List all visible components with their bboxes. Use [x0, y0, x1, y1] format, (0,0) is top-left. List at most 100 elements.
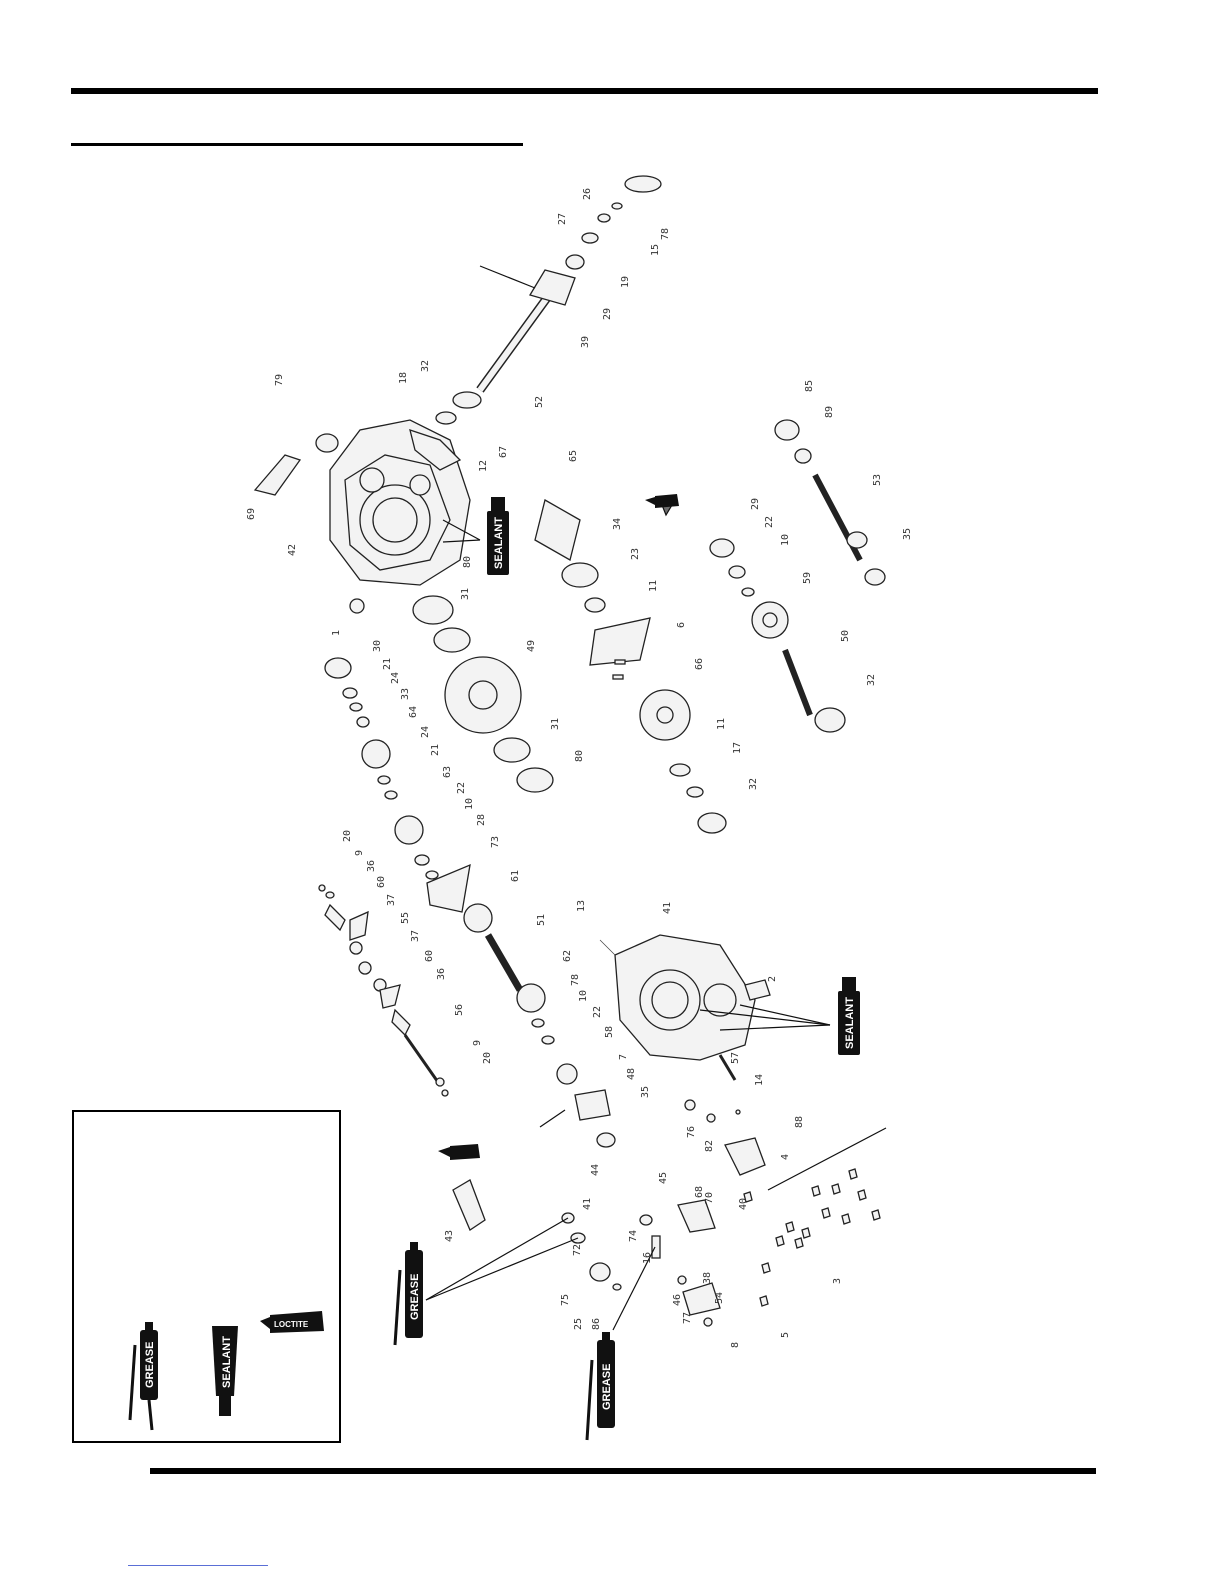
callout-number: 33: [400, 688, 411, 700]
callout-number: 24: [390, 672, 401, 684]
callout-number: 22: [456, 782, 467, 794]
sealant-label: SEALANT: [221, 1336, 233, 1388]
callout-number: 36: [366, 860, 377, 872]
callout-number: 4: [780, 1154, 791, 1160]
callout-number: 7: [618, 1054, 629, 1060]
callout-number: 39: [580, 336, 591, 348]
callout-number: 53: [872, 474, 883, 486]
callout-number: 30: [372, 640, 383, 652]
callout-number: 17: [732, 742, 743, 754]
callout-number: 85: [804, 380, 815, 392]
callout-number: 9: [354, 850, 365, 856]
callout-number: 65: [568, 450, 579, 462]
pointer-line: [767, 1127, 887, 1191]
pointer-line: [719, 1024, 831, 1031]
callout-number: 60: [376, 876, 387, 888]
callout-number: 74: [628, 1230, 639, 1242]
callout-number: 41: [582, 1198, 593, 1210]
callout-number: 37: [386, 894, 397, 906]
callout-number: 80: [462, 556, 473, 568]
callout-number: 66: [694, 658, 705, 670]
callout-number: 78: [570, 974, 581, 986]
section-title-rule: [71, 143, 523, 146]
callout-number: 64: [408, 706, 419, 718]
grease-label: GREASE: [144, 1342, 156, 1388]
callout-number: 46: [672, 1294, 683, 1306]
callout-number: 31: [460, 588, 471, 600]
callout-number: 78: [660, 228, 671, 240]
callout-number: 16: [642, 1252, 653, 1264]
callout-number: 40: [738, 1198, 749, 1210]
callout-number: 20: [482, 1052, 493, 1064]
pointer-line: [539, 1109, 566, 1128]
callout-number: 55: [400, 912, 411, 924]
pointer-line: [479, 265, 536, 289]
callout-number: 42: [287, 544, 298, 556]
callout-number: 10: [464, 798, 475, 810]
legend-grease-icon: GREASE: [128, 1322, 158, 1431]
callout-number: 37: [410, 930, 421, 942]
callout-number: 45: [658, 1172, 669, 1184]
callout-number: 68: [694, 1186, 705, 1198]
shift-fork-assembly: [318, 884, 449, 1097]
callout-number: 38: [702, 1272, 713, 1284]
callout-number: 73: [490, 836, 501, 848]
differential-assembly: [412, 595, 554, 793]
legend-box: GREASE SEALANT LOCTITE: [72, 1110, 341, 1443]
callout-number: 67: [498, 446, 509, 458]
loctite-bottle-lower: [438, 1144, 480, 1160]
pointer-line: [612, 1246, 656, 1331]
callout-number: 27: [557, 213, 568, 225]
callout-number: 2: [767, 976, 778, 982]
loctite-bottle-upper: [645, 494, 679, 508]
legend-loctite-icon: LOCTITE: [260, 1311, 324, 1333]
sealant-label: SEALANT: [493, 517, 505, 569]
callout-number: 22: [592, 1006, 603, 1018]
lower-case-half: [599, 934, 771, 1081]
callout-number: 48: [626, 1068, 637, 1080]
callout-number: 31: [550, 718, 561, 730]
callout-number: 80: [574, 750, 585, 762]
callout-number: 29: [750, 498, 761, 510]
sealant-label: SEALANT: [844, 997, 856, 1049]
callout-number: 18: [398, 372, 409, 384]
callout-number: 19: [620, 276, 631, 288]
right-shaft-assembly: [709, 419, 886, 733]
callout-number: 35: [640, 1086, 651, 1098]
upper-case-half: [329, 419, 471, 586]
callout-number: 70: [704, 1192, 715, 1204]
grease-label: GREASE: [409, 1274, 421, 1320]
callout-number: 62: [562, 950, 573, 962]
pointer-line: [699, 1009, 831, 1026]
pointer-line: [425, 1217, 569, 1301]
callout-number: 82: [704, 1140, 715, 1152]
callout-number: 35: [902, 528, 913, 540]
callout-number: 23: [630, 548, 641, 560]
callout-number: 59: [802, 572, 813, 584]
callout-number: 28: [476, 814, 487, 826]
callout-number: 12: [478, 460, 489, 472]
callout-number: 6: [676, 622, 687, 628]
callout-number: 14: [754, 1074, 765, 1086]
pointer-line: [442, 519, 481, 541]
callout-number: 26: [582, 188, 593, 200]
callout-number: 77: [682, 1312, 693, 1324]
callout-number: 21: [382, 658, 393, 670]
callout-number: 8: [730, 1342, 741, 1348]
callout-number: 54: [714, 1292, 725, 1304]
callout-numbers: 26 27 78 15 19 29 39 52 67 12 32 18 79 6…: [246, 188, 913, 1348]
callout-number: 24: [420, 726, 431, 738]
callout-number: 29: [602, 308, 613, 320]
footer-link-underline[interactable]: [128, 1565, 268, 1566]
footer-rule: [150, 1468, 1096, 1474]
callout-number: 1: [331, 630, 342, 636]
callout-number: 10: [780, 534, 791, 546]
legend-sealant-icon: SEALANT: [212, 1326, 238, 1416]
grease-gun-left: GREASE: [393, 1242, 423, 1346]
input-shaft-gear-stack: [324, 657, 616, 1148]
callout-number: 88: [794, 1116, 805, 1128]
output-shaft-assembly: [253, 175, 662, 614]
callout-number: 25: [573, 1318, 584, 1330]
grease-label: GREASE: [601, 1364, 613, 1410]
